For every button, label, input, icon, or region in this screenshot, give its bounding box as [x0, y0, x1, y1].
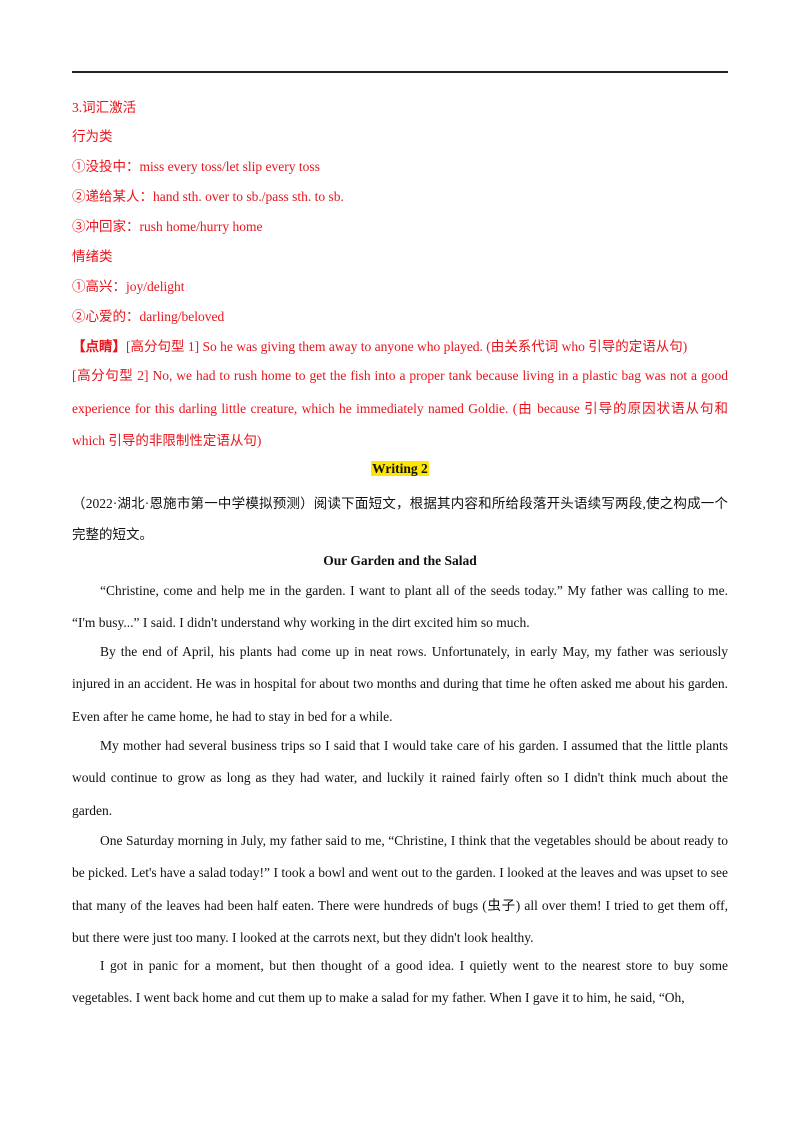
tip-sentence-1: [高分句型 1] So he was giving them away to a…: [126, 339, 688, 354]
header-rule: [72, 71, 728, 73]
writing-label-row: Writing 2: [0, 460, 800, 478]
writing-label: Writing 2: [371, 461, 429, 476]
behavior-category-title: 行为类: [72, 129, 113, 144]
behavior-item: ③冲回家：rush home/hurry home: [72, 219, 263, 234]
emotion-category-title: 情绪类: [72, 249, 113, 264]
story-paragraph: “Christine, come and help me in the gard…: [72, 583, 728, 631]
vocab-heading: 3.词汇激活: [72, 100, 137, 115]
story-paragraph: My mother had several business trips so …: [72, 738, 728, 818]
tip-line-1: 【点睛】[高分句型 1] So he was giving them away …: [72, 338, 687, 356]
story-paragraph: I got in panic for a moment, but then th…: [72, 958, 728, 1006]
emotion-item: ②心爱的：darling/beloved: [72, 309, 225, 324]
tip-label: 【点睛】: [72, 339, 126, 354]
story-paragraph: One Saturday morning in July, my father …: [72, 833, 728, 945]
story-paragraph: By the end of April, his plants had come…: [72, 644, 728, 724]
task-instructions: （2022·湖北·恩施市第一中学模拟预测）阅读下面短文，根据其内容和所给段落开头…: [72, 496, 728, 542]
story-title: Our Garden and the Salad: [323, 553, 477, 568]
behavior-item: ①没投中：miss every toss/let slip every toss: [72, 159, 320, 174]
emotion-item: ①高兴：joy/delight: [72, 279, 185, 294]
behavior-item: ②递给某人：hand sth. over to sb./pass sth. to…: [72, 189, 344, 204]
tip-sentence-2: [高分句型 2] No, we had to rush home to get …: [72, 368, 728, 448]
